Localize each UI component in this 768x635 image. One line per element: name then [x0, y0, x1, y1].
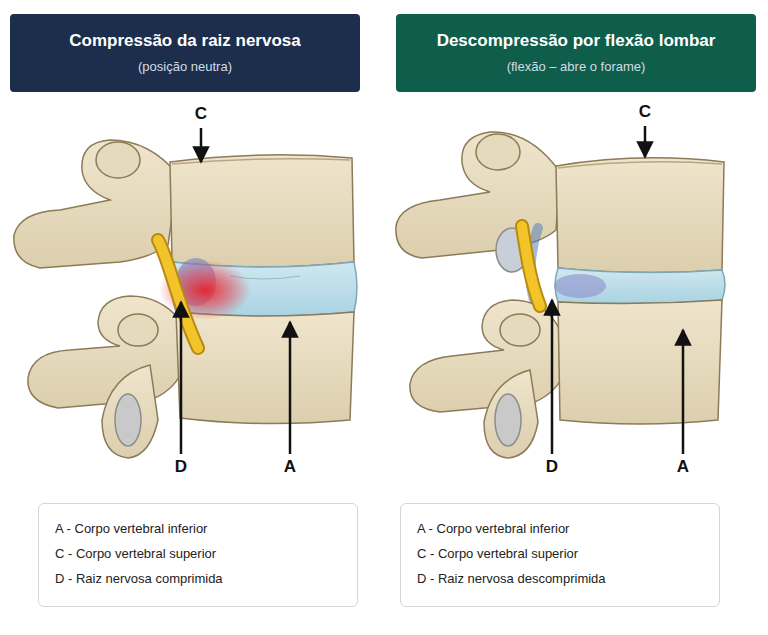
key-box: A - Corpo vertebral inferiorC - Corpo ve… [38, 503, 358, 607]
key-entry: C - Corpo vertebral superior [55, 541, 341, 566]
title-banner: Compressão da raiz nervosa (posição neutr… [10, 14, 360, 92]
panel-title: Compressão da raiz nervosa [69, 30, 300, 52]
part-letter: D [540, 457, 564, 477]
leader-arrows [181, 126, 683, 454]
key-entry: D - Raiz nervosa descomprimida [417, 566, 703, 591]
key-entry: D - Raiz nervosa comprimida [55, 566, 341, 591]
part-letter: A [278, 457, 302, 477]
vertebra-flexion [396, 132, 725, 458]
panel-subtitle: (posição neutra) [138, 58, 232, 76]
key-entry: C - Corpo vertebral superior [417, 541, 703, 566]
title-banner: Descompressão por flexão lombar (flexão –… [396, 14, 756, 92]
key-entry: A - Corpo vertebral inferior [55, 516, 341, 541]
panel-subtitle: (flexão – abre o forame) [507, 58, 646, 76]
key-entry: A - Corpo vertebral inferior [417, 516, 703, 541]
part-letter: D [169, 457, 193, 477]
part-letter: C [633, 102, 657, 122]
part-letter: C [189, 104, 213, 124]
vertebra-neutral [14, 140, 357, 458]
key-box: A - Corpo vertebral inferiorC - Corpo ve… [400, 503, 720, 607]
part-letter: A [671, 457, 695, 477]
panel-title: Descompressão por flexão lombar [437, 30, 716, 52]
